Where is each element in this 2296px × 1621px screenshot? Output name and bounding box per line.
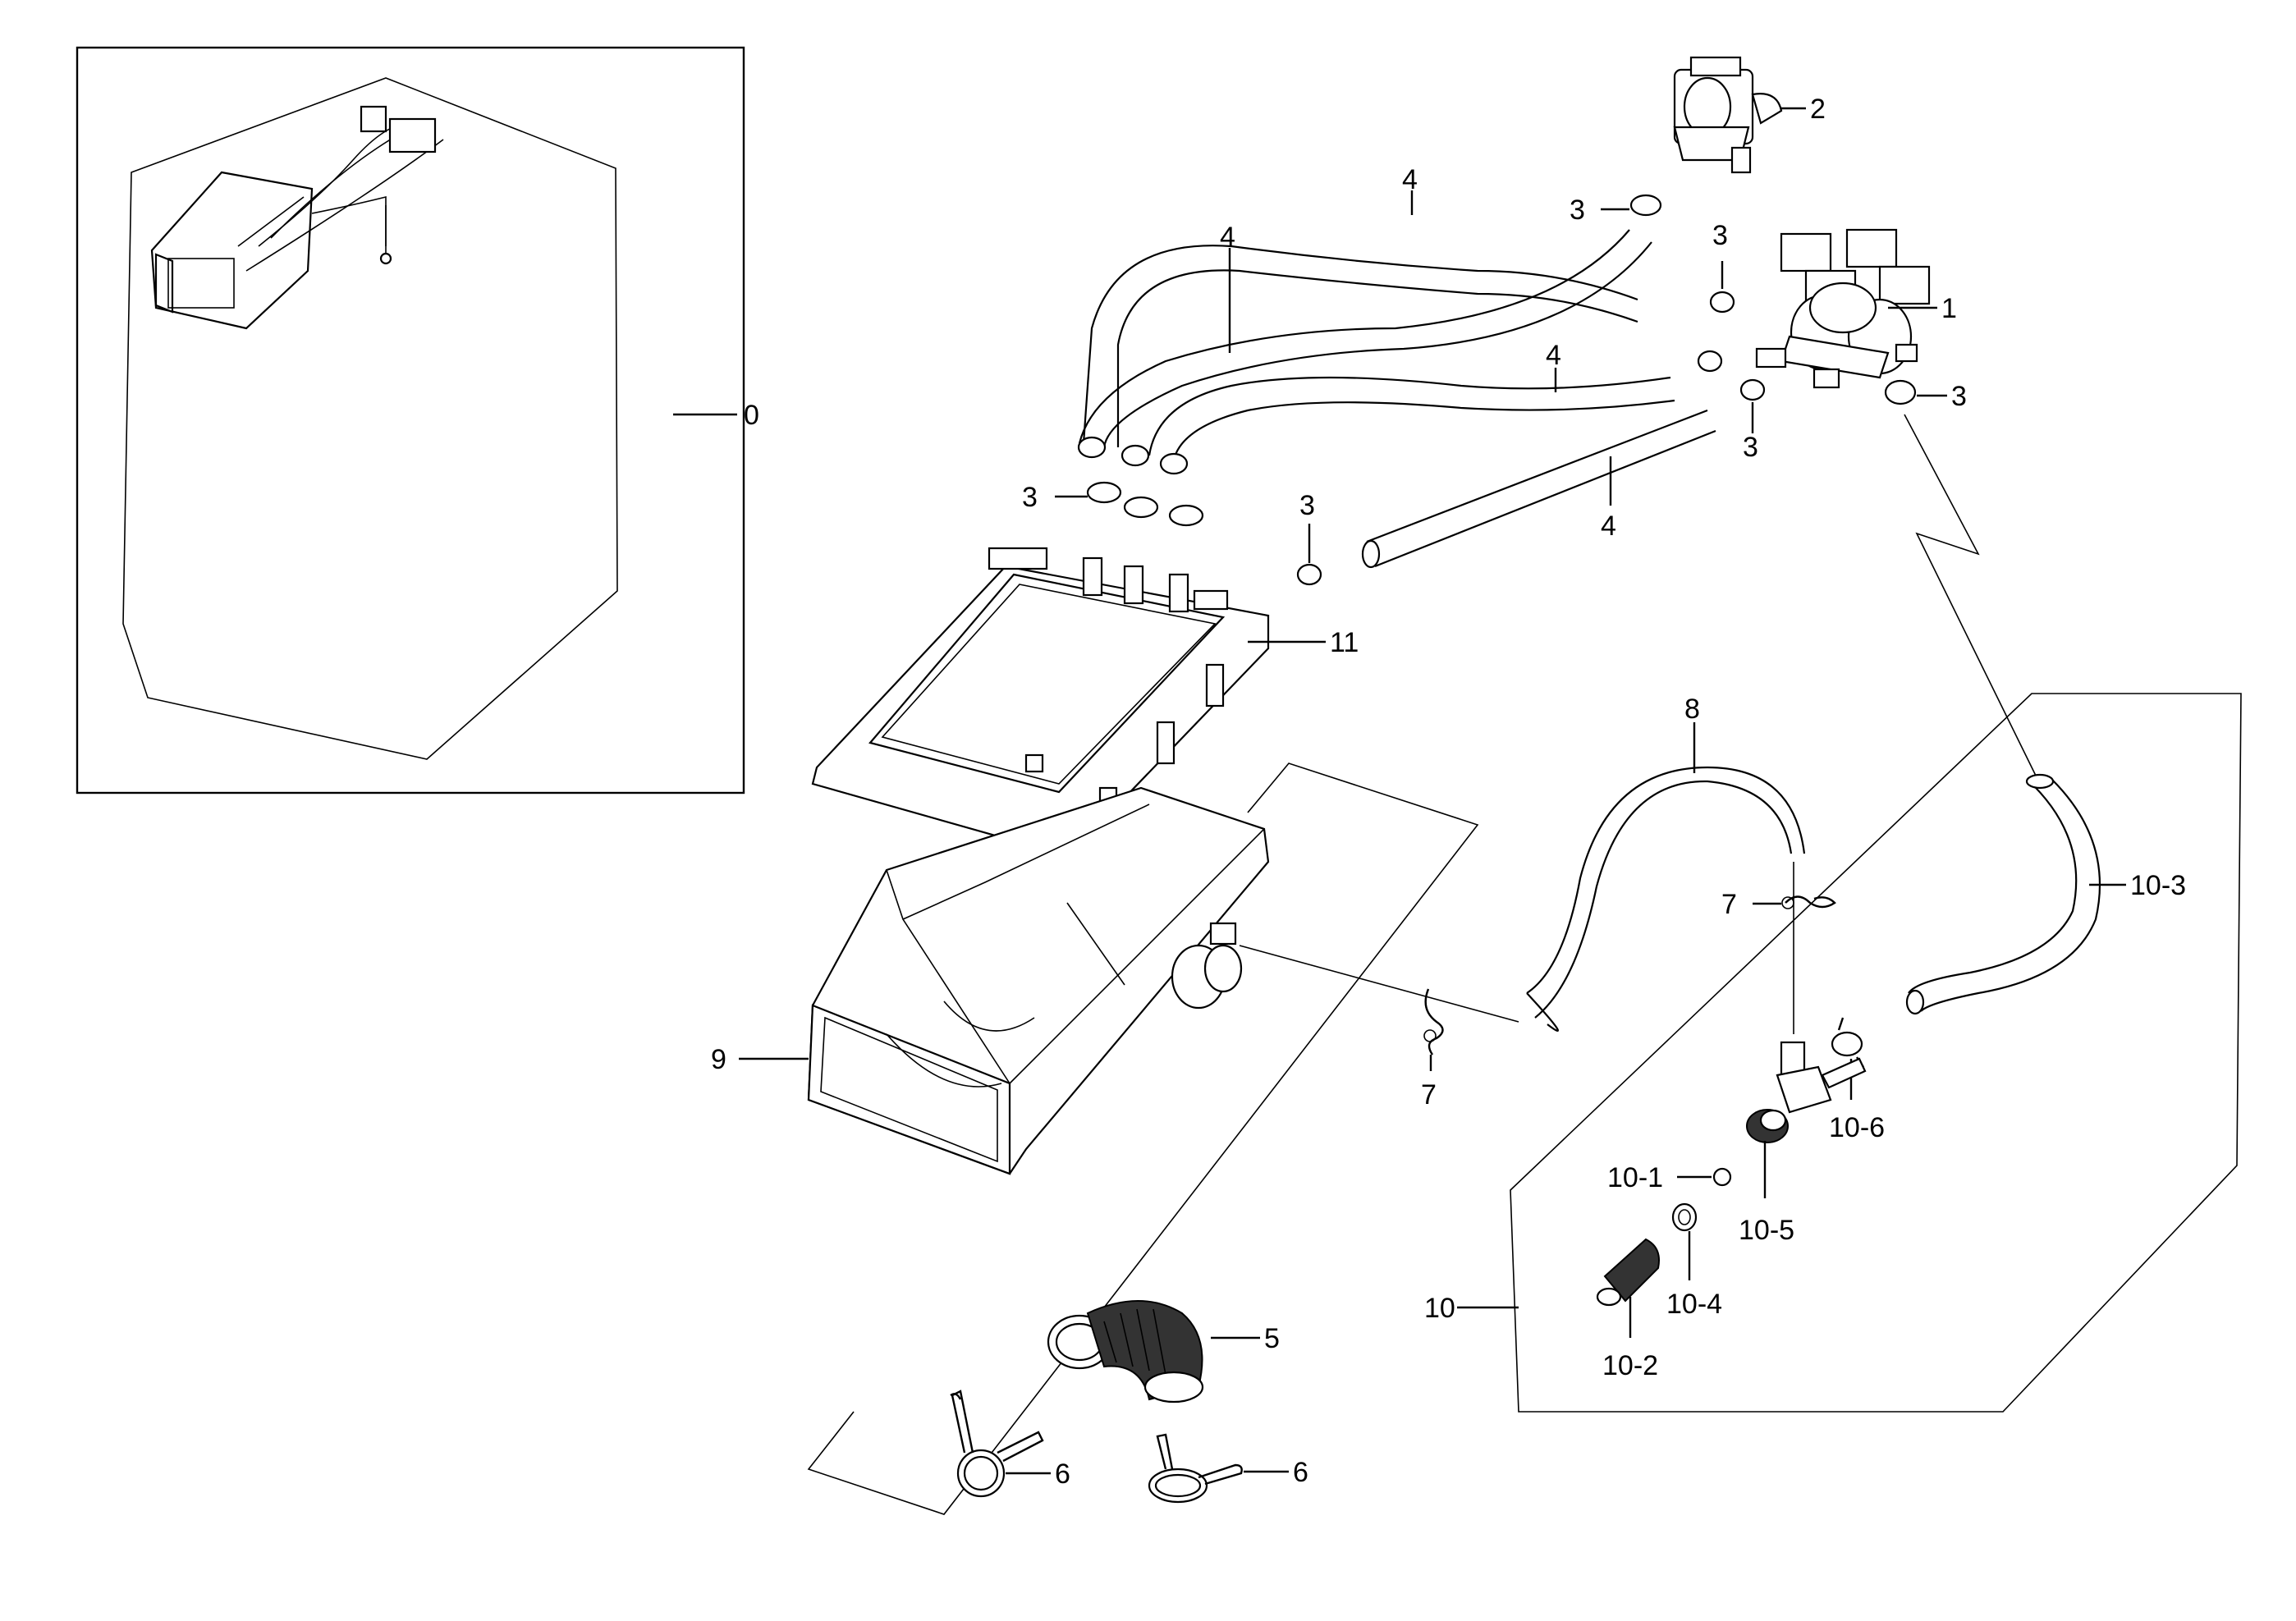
label-4a: 4	[1402, 164, 1418, 195]
bellows-5[interactable]	[1047, 1300, 1204, 1403]
label-7b: 7	[1421, 1079, 1437, 1110]
label-10-6: 10-6	[1829, 1112, 1885, 1143]
label-5: 5	[1264, 1323, 1280, 1354]
washer-10-4[interactable]	[1671, 1202, 1698, 1232]
label-3e: 3	[1022, 482, 1038, 513]
label-6b: 6	[1293, 1457, 1308, 1488]
dispenser-housing-9[interactable]	[807, 786, 1270, 1175]
label-10: 10	[1424, 1293, 1455, 1324]
label-0: 0	[744, 400, 759, 431]
label-4b: 4	[1220, 222, 1235, 253]
wire-clip-7b[interactable]	[1423, 988, 1444, 1055]
hose-clamp-3-set[interactable]	[1086, 194, 1917, 586]
spring-clamp-6b[interactable]	[1148, 1433, 1243, 1504]
fitting-assembly[interactable]	[1746, 1041, 1867, 1143]
label-8: 8	[1684, 694, 1700, 725]
label-6a: 6	[1055, 1458, 1070, 1490]
wire-clip-7a[interactable]	[1781, 895, 1836, 909]
leader-10-3	[1904, 414, 2037, 776]
label-10-3: 10-3	[2130, 870, 2186, 901]
assembly-inset[interactable]	[76, 46, 745, 794]
label-3c: 3	[1951, 381, 1967, 412]
bellows-group-outline	[807, 762, 1479, 1515]
ball-10-1[interactable]	[1712, 1167, 1732, 1187]
label-7a: 7	[1721, 889, 1737, 920]
spring-clamp-6a[interactable]	[950, 1390, 1044, 1498]
water-valve-1[interactable]	[1755, 228, 1931, 389]
label-10-1: 10-1	[1607, 1162, 1663, 1193]
label-10-5: 10-5	[1739, 1215, 1794, 1246]
hose-8[interactable]	[1239, 766, 1806, 1034]
kit-10-outline	[1510, 693, 2242, 1413]
water-valve-2[interactable]	[1673, 56, 1783, 174]
label-3f: 3	[1299, 490, 1315, 521]
label-1: 1	[1941, 293, 1957, 324]
label-3b: 3	[1712, 220, 1728, 251]
label-10-2: 10-2	[1602, 1350, 1658, 1381]
hose-10-3[interactable]	[1905, 773, 2101, 1015]
dispenser-cover-11[interactable]	[811, 547, 1270, 872]
label-2: 2	[1810, 94, 1826, 125]
label-4d: 4	[1601, 511, 1616, 542]
label-10-4: 10-4	[1666, 1289, 1722, 1320]
label-9: 9	[711, 1044, 726, 1075]
nozzle-10-2[interactable]	[1596, 1238, 1660, 1307]
label-11: 11	[1330, 627, 1359, 658]
label-3a: 3	[1570, 195, 1585, 226]
label-4c: 4	[1546, 340, 1561, 371]
hose-4-set[interactable]	[1077, 229, 1716, 569]
label-3d: 3	[1743, 432, 1758, 463]
